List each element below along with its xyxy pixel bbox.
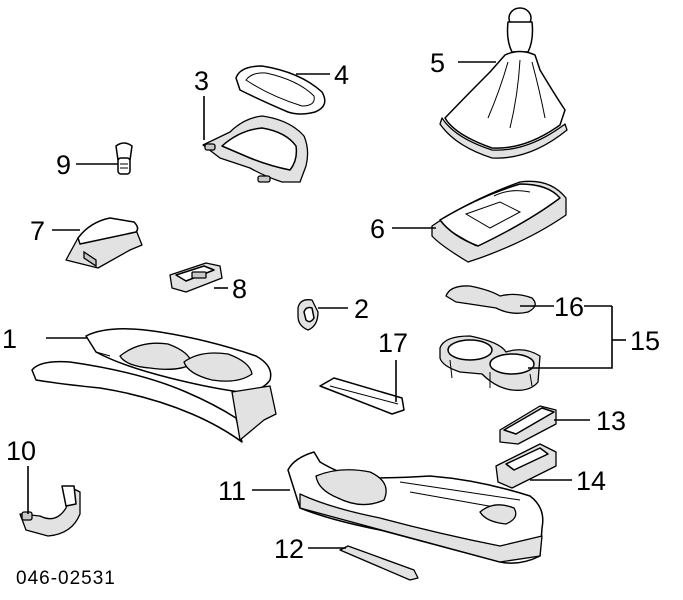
console-panel-part-1[interactable]	[31, 328, 277, 443]
callout-17: 17	[378, 328, 408, 358]
callouts: 1 2 3 4 5 6 7 8 9 10 11 12 13 14 15 16 1…	[2, 48, 660, 564]
callout-3: 3	[194, 66, 209, 96]
callout-9: 9	[56, 150, 71, 180]
trim-strip-part-12[interactable]	[339, 545, 419, 581]
diagram-part-number: 046-02531	[16, 568, 116, 589]
bracket-part-7[interactable]	[65, 217, 143, 269]
callout-16: 16	[554, 292, 584, 322]
clip-part-9[interactable]	[115, 142, 133, 175]
console-bracket-part-6[interactable]	[431, 180, 567, 263]
shift-boot-part-5[interactable]	[439, 7, 568, 159]
callout-13: 13	[596, 406, 626, 436]
callout-4: 4	[334, 60, 349, 90]
callout-5: 5	[430, 48, 445, 78]
bracket-part-10[interactable]	[19, 485, 81, 537]
switch-part-8[interactable]	[169, 262, 223, 293]
callout-2: 2	[354, 294, 369, 324]
cupholder-part-15[interactable]	[439, 335, 541, 391]
leader-lines	[27, 61, 626, 549]
callout-6: 6	[370, 214, 385, 244]
bezel-part-2[interactable]	[297, 299, 319, 331]
callout-12: 12	[274, 534, 304, 564]
callout-10: 10	[6, 436, 36, 466]
callout-15: 15	[630, 326, 660, 356]
cupholder-mat-part-16[interactable]	[445, 285, 536, 314]
tray-part-14[interactable]	[495, 443, 557, 489]
callout-8: 8	[232, 274, 247, 304]
callout-14: 14	[576, 466, 606, 496]
callout-1: 1	[2, 324, 17, 354]
callout-11: 11	[218, 476, 246, 506]
callout-7: 7	[30, 216, 45, 246]
lid-part-13[interactable]	[499, 405, 557, 445]
boot-ring-part-4[interactable]	[235, 65, 326, 115]
lower-console-part-11[interactable]	[287, 451, 544, 564]
boot-retainer-part-3[interactable]	[202, 115, 309, 183]
trim-strip-part-17[interactable]	[319, 377, 405, 415]
